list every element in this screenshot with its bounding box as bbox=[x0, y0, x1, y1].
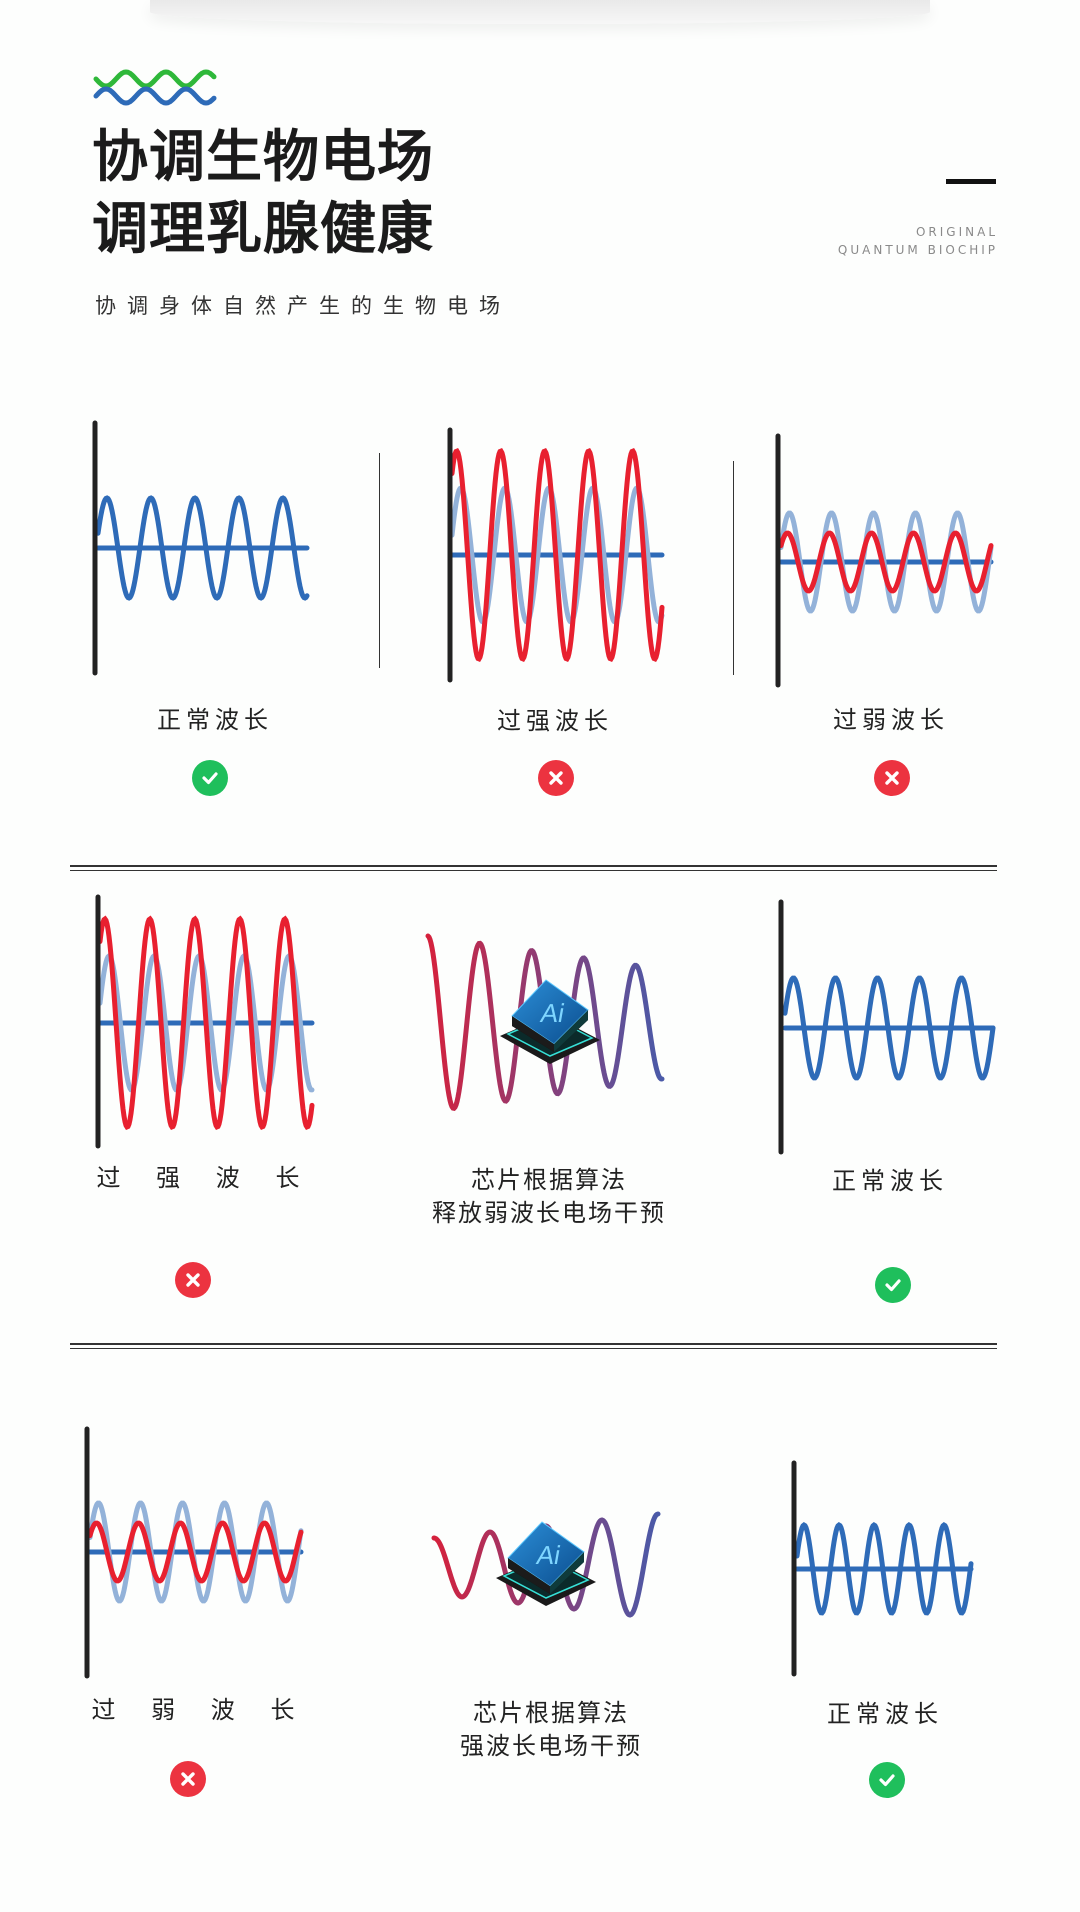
normal-wave bbox=[95, 495, 310, 601]
page-title-line2: 调理乳腺健康 bbox=[92, 197, 434, 262]
top-shadow-decoration bbox=[150, 0, 930, 24]
weak-wave bbox=[87, 1520, 304, 1584]
weak-wave bbox=[778, 530, 994, 594]
accent-dash bbox=[946, 179, 996, 184]
tag-quantum-biochip: QUANTUM BIOCHIP bbox=[837, 243, 998, 257]
label-normal-wave: 正常波长 bbox=[157, 706, 273, 734]
chip-caption-line1: 芯片根据算法 bbox=[471, 1166, 627, 1194]
chip-caption-line2: 强波长电场干预 bbox=[460, 1732, 642, 1760]
normal-wave bbox=[794, 1521, 974, 1616]
ai-chip-icon: Ai bbox=[500, 979, 600, 1064]
label-weak-wave: 过弱波长 bbox=[833, 706, 949, 734]
cross-icon bbox=[874, 760, 910, 796]
normal-wave bbox=[782, 975, 996, 1081]
chip-caption-line2: 释放弱波长电场干预 bbox=[432, 1199, 666, 1227]
cross-icon bbox=[170, 1761, 206, 1797]
label-strong-wave: 过强波长 bbox=[497, 707, 613, 735]
label-weak-wave: 过 弱 波 长 bbox=[91, 1696, 309, 1724]
check-icon bbox=[869, 1762, 905, 1798]
chip-logo-text: Ai bbox=[534, 1540, 562, 1570]
chip-logo-text: Ai bbox=[538, 998, 566, 1028]
section-divider bbox=[70, 865, 997, 871]
wave-logo-icon bbox=[93, 69, 217, 106]
strong-wave bbox=[449, 447, 665, 663]
page-title-line1: 协调生物电场 bbox=[92, 125, 434, 190]
cross-icon bbox=[538, 760, 574, 796]
column-divider bbox=[733, 461, 734, 675]
section-divider bbox=[70, 1343, 997, 1349]
check-icon bbox=[192, 760, 228, 796]
cross-icon bbox=[175, 1262, 211, 1298]
label-normal-wave: 正常波长 bbox=[832, 1167, 948, 1195]
check-icon bbox=[875, 1267, 911, 1303]
tag-original: ORIGINAL bbox=[915, 225, 998, 239]
label-strong-wave: 过 强 波 长 bbox=[96, 1164, 314, 1192]
column-divider bbox=[379, 453, 380, 668]
strong-wave bbox=[97, 915, 315, 1130]
subtitle: 协调身体自然产生的生物电场 bbox=[95, 294, 511, 318]
chip-caption-line1: 芯片根据算法 bbox=[473, 1699, 629, 1727]
ai-chip-icon: Ai bbox=[496, 1521, 596, 1606]
label-normal-wave: 正常波长 bbox=[827, 1700, 943, 1728]
